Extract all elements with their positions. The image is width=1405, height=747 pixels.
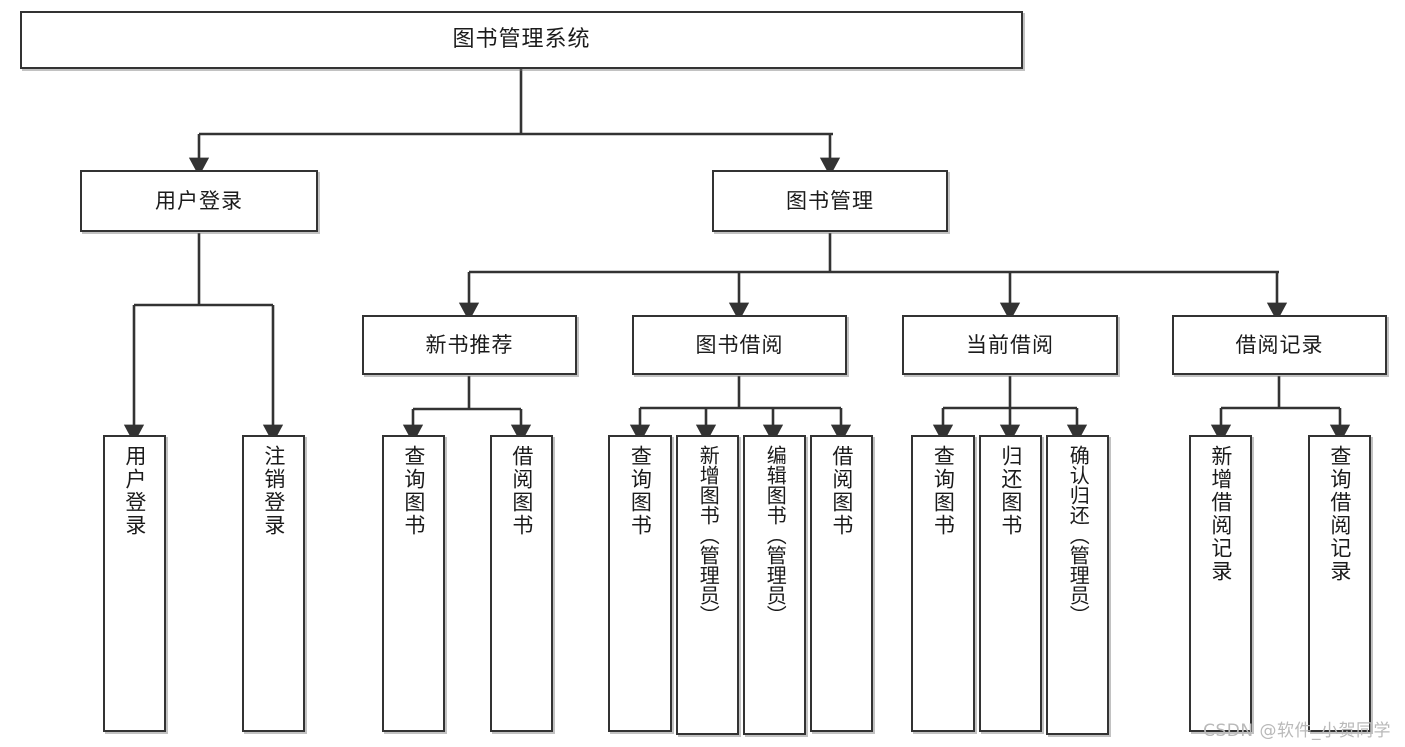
leaf-book-borrow-query[interactable]: 查询图书 xyxy=(608,435,672,732)
node-label: 新增图书（管理员） xyxy=(696,445,721,625)
leaf-current-borrow-query[interactable]: 查询图书 xyxy=(911,435,975,732)
leaf-user-login-signin[interactable]: 用户登录 xyxy=(103,435,166,732)
leaf-new-book-query[interactable]: 查询图书 xyxy=(382,435,445,732)
node-book-management[interactable]: 图书管理 xyxy=(712,170,948,232)
node-label: 确认归还（管理员） xyxy=(1066,445,1091,625)
node-label: 查询图书 xyxy=(401,445,426,537)
node-label: 新增借阅记录 xyxy=(1208,445,1233,583)
leaf-book-borrow-borrow[interactable]: 借阅图书 xyxy=(810,435,873,732)
node-label: 查询图书 xyxy=(628,445,653,537)
node-new-book-recommend[interactable]: 新书推荐 xyxy=(362,315,577,375)
leaf-current-borrow-return[interactable]: 归还图书 xyxy=(979,435,1042,732)
node-label: 查询图书 xyxy=(931,445,956,537)
node-user-login[interactable]: 用户登录 xyxy=(80,170,318,232)
leaf-borrow-record-add[interactable]: 新增借阅记录 xyxy=(1189,435,1252,732)
leaf-user-login-signout[interactable]: 注销登录 xyxy=(242,435,305,732)
node-borrow-record[interactable]: 借阅记录 xyxy=(1172,315,1387,375)
node-root-system[interactable]: 图书管理系统 xyxy=(20,11,1023,69)
leaf-book-borrow-edit-admin[interactable]: 编辑图书（管理员） xyxy=(743,435,806,735)
node-label: 图书管理系统 xyxy=(452,27,591,53)
node-label: 当前借阅 xyxy=(966,332,1054,357)
node-label: 借阅图书 xyxy=(829,445,854,537)
node-book-borrow[interactable]: 图书借阅 xyxy=(632,315,847,375)
node-label: 借阅图书 xyxy=(509,445,534,537)
node-label: 注销登录 xyxy=(261,445,286,537)
node-label: 图书管理 xyxy=(786,188,874,213)
leaf-borrow-record-query[interactable]: 查询借阅记录 xyxy=(1308,435,1371,732)
node-label: 编辑图书（管理员） xyxy=(763,445,788,625)
node-label: 用户登录 xyxy=(122,445,147,537)
node-label: 图书借阅 xyxy=(695,332,784,357)
node-current-borrow[interactable]: 当前借阅 xyxy=(902,315,1118,375)
leaf-new-book-borrow[interactable]: 借阅图书 xyxy=(490,435,553,732)
leaf-book-borrow-add-admin[interactable]: 新增图书（管理员） xyxy=(676,435,739,735)
node-label: 新书推荐 xyxy=(425,332,514,357)
csdn-watermark: CSDN @软件_小贺同学 xyxy=(1203,721,1391,741)
node-label: 归还图书 xyxy=(998,445,1023,537)
node-label: 借阅记录 xyxy=(1235,332,1324,357)
leaf-current-borrow-confirm-admin[interactable]: 确认归还（管理员） xyxy=(1046,435,1109,735)
node-label: 用户登录 xyxy=(155,188,243,213)
node-label: 查询借阅记录 xyxy=(1327,445,1352,583)
